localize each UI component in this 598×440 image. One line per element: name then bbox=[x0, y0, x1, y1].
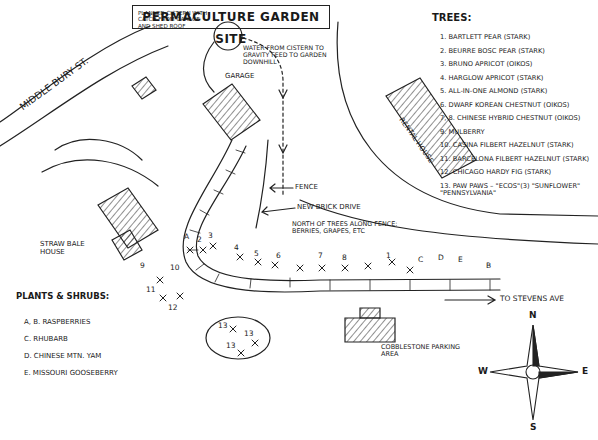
compass-rose bbox=[490, 325, 578, 420]
callout-mark: 11 bbox=[146, 286, 156, 295]
map-note: MIDDLE BURY ST. bbox=[18, 56, 91, 113]
map-note: C. RHUBARB bbox=[24, 335, 68, 343]
map-note: NEW BRICK DRIVE bbox=[297, 203, 361, 211]
feature-label: GARAGE bbox=[225, 72, 275, 80]
leader-arrow bbox=[270, 184, 293, 192]
callout-mark: 1 bbox=[386, 252, 391, 261]
compass-fill bbox=[533, 325, 578, 378]
map-note: 11. BARCELONA FILBERT HAZELNUT (STARK) bbox=[440, 156, 595, 164]
callout-mark: N bbox=[529, 310, 537, 320]
map-note: TO STEVENS AVE bbox=[500, 295, 564, 304]
callout-mark: 4 bbox=[234, 244, 239, 253]
callout-mark: 7 bbox=[318, 252, 323, 261]
arrow bbox=[445, 296, 495, 304]
feature-label: STRAW BALE HOUSE bbox=[40, 240, 96, 256]
straw-bale-wing bbox=[112, 230, 142, 260]
leader-arrow bbox=[262, 207, 295, 215]
property-curve bbox=[337, 22, 598, 216]
map-note: 6. DWARF KOREAN CHESTNUT (OIKOS) bbox=[440, 102, 595, 110]
parking-area bbox=[345, 318, 395, 342]
callout-mark: 13 bbox=[218, 322, 228, 331]
callout-mark: E bbox=[458, 256, 463, 265]
map-note: 13. PAW PAWS – "ECOS"(3) "SUNFLOWER" "PE… bbox=[440, 183, 595, 198]
callout-mark: 12 bbox=[168, 304, 178, 313]
callout-mark: 6 bbox=[276, 252, 281, 261]
map-note: D. CHINESE MTN. YAM bbox=[24, 352, 101, 360]
callout-mark: 5 bbox=[254, 250, 259, 259]
map-note: 3. BRUNO APRICOT (OIKOS) bbox=[440, 61, 595, 69]
callout-mark: W bbox=[478, 366, 488, 376]
map-note: PLANTS & SHRUBS: bbox=[16, 292, 109, 302]
callout-mark: 2 bbox=[197, 236, 202, 245]
pawpaw-bed bbox=[206, 317, 270, 359]
callout-mark: B bbox=[486, 262, 491, 271]
map-note: 10. CASINA FILBERT HAZELNUT (STARK) bbox=[440, 142, 595, 150]
map-note: 5. ALL-IN-ONE ALMOND (STARK) bbox=[440, 88, 595, 96]
street-edge bbox=[0, 46, 168, 146]
street-curb bbox=[55, 139, 142, 160]
map-note: 2. BEURRE BOSC PEAR (STARK) bbox=[440, 48, 595, 56]
street-edge bbox=[0, 26, 150, 122]
callout-mark: 13 bbox=[244, 330, 254, 339]
garage-building bbox=[203, 84, 260, 140]
map-note: A, B. RASPBERRIES bbox=[24, 318, 90, 326]
map-note: 1. BARTLETT PEAR (STARK) bbox=[440, 34, 595, 42]
feature-label: COBBLESTONE PARKING AREA bbox=[381, 344, 461, 359]
callout-mark: D bbox=[438, 254, 444, 263]
street-curb bbox=[42, 160, 158, 186]
arrow-head bbox=[279, 90, 287, 98]
site-feature: COBBLESTONE PARKING AREA bbox=[345, 318, 395, 342]
site-feature: PLANNED CISTERN WITH CATCH FROM GARAGE A… bbox=[214, 22, 242, 50]
map-note: WATER FROM CISTERN TO GRAVITY FEED TO GA… bbox=[243, 44, 338, 65]
callout-mark: C bbox=[418, 256, 423, 265]
map-note: TREES: bbox=[432, 12, 471, 24]
map-note: NORTH OF TREES ALONG FENCE: BERRIES, GRA… bbox=[292, 221, 404, 236]
callout-mark: 8 bbox=[342, 254, 347, 263]
compass-center bbox=[526, 365, 540, 379]
shed bbox=[132, 77, 156, 99]
callout-mark: E bbox=[582, 366, 588, 376]
callout-mark: A bbox=[184, 233, 189, 242]
site-feature: STRAW BALE HOUSE bbox=[98, 188, 158, 260]
map-note: FENCE bbox=[295, 183, 318, 191]
map-note: 9. MULBERRY bbox=[440, 129, 595, 137]
callout-mark: 13 bbox=[226, 342, 236, 351]
pipe-line bbox=[204, 42, 215, 92]
callout-mark: 10 bbox=[170, 264, 180, 273]
site-feature: GARAGE bbox=[203, 84, 260, 140]
feature-label: RENTAL HOUSE bbox=[397, 116, 444, 178]
feature-label: PLANNED CISTERN WITH CATCH FROM GARAGE A… bbox=[138, 10, 208, 29]
map-note: 7, 8. CHINESE HYBRID CHESTNUT (OIKOS) bbox=[440, 115, 595, 123]
map-note: 4. HARGLOW APRICOT (STARK) bbox=[440, 75, 595, 83]
map-note: E. MISSOURI GOOSEBERRY bbox=[24, 369, 118, 377]
parking-stall bbox=[360, 308, 380, 318]
arrow-head bbox=[279, 145, 287, 153]
fence-line bbox=[256, 140, 268, 228]
callout-mark: 3 bbox=[208, 232, 213, 241]
planting-marks bbox=[157, 243, 413, 356]
callout-mark: S bbox=[530, 422, 536, 432]
callout-mark: 9 bbox=[140, 262, 145, 271]
map-note: 12. CHICAGO HARDY FIG (STARK) bbox=[440, 169, 595, 177]
